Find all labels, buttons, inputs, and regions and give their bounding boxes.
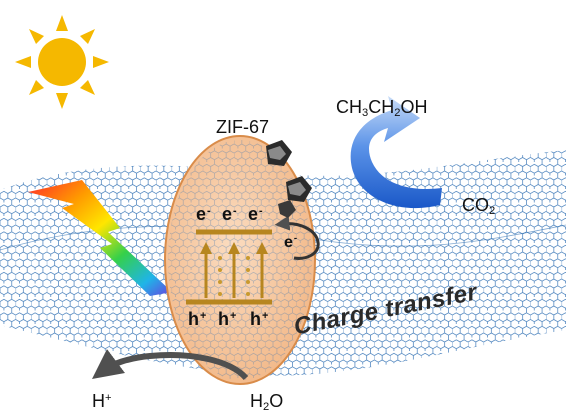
ethanol-label: CH3CH2OH — [336, 97, 428, 119]
electron-label: e- — [196, 204, 211, 224]
excitation-dots — [218, 256, 250, 296]
electron-label: e- — [222, 204, 237, 224]
excitation-arrows — [200, 242, 268, 298]
water-oxidation-arrow — [91, 349, 249, 381]
hole-label: h+ — [188, 309, 207, 329]
sun-icon — [15, 15, 109, 109]
hole-label: h+ — [218, 309, 237, 329]
electron-label-transfer: e- — [284, 233, 298, 251]
electron-transfer-arrow — [274, 215, 320, 260]
zif-67-label: ZIF-67 — [216, 117, 270, 137]
zif-crystal-icon — [266, 140, 312, 218]
co2-label: CO2 — [462, 195, 496, 217]
proton-label: H+ — [92, 391, 112, 411]
light-bolt-icon — [28, 180, 172, 296]
co2-reduction-arrow — [350, 96, 442, 209]
electron-label: e- — [248, 204, 263, 224]
water-label: H2O — [250, 391, 284, 413]
hole-label: h+ — [250, 309, 269, 329]
